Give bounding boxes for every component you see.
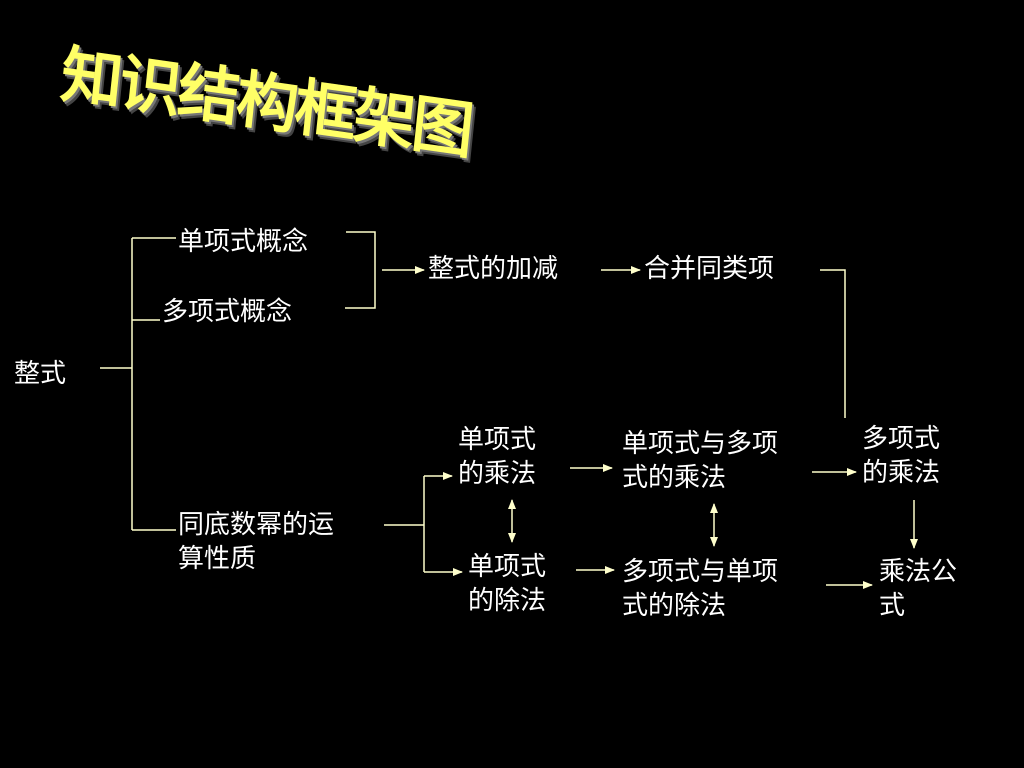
- wire-concept-bracket: [345, 231, 376, 309]
- wire-hebing-down: [820, 269, 846, 418]
- node-danxiangshi-chengfa: 单项式的乘法: [458, 425, 537, 489]
- node-zhengshi-jiajian: 整式的加减: [428, 254, 559, 284]
- node-danxiangshi-chufa: 单项式的除法: [468, 552, 547, 616]
- node-danxiangshi-gainian: 单项式概念: [178, 227, 309, 257]
- node-dan-duo-chengfa: 单项式与多项式的乘法: [622, 429, 779, 493]
- node-tongdi-shumi: 同底数幂的运算性质: [178, 510, 335, 574]
- node-duoxiangshi-chengfa: 多项式的乘法: [862, 424, 941, 488]
- node-zhengshi: 整式: [14, 359, 67, 389]
- node-chengfa-gongshi: 乘法公式: [879, 557, 958, 621]
- node-duo-dan-chufa: 多项式与单项式的除法: [622, 557, 779, 621]
- node-duoxiangshi-gainian: 多项式概念: [162, 297, 293, 327]
- node-hebing-tongleixiang: 合并同类项: [644, 254, 775, 284]
